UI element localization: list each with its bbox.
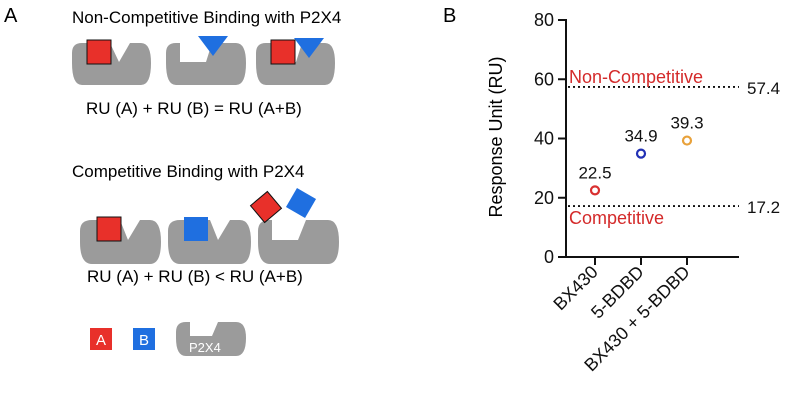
noncomp-receptor-ab — [256, 38, 335, 85]
y-tick-label: 20 — [534, 188, 554, 208]
noncompetitive-title: Non-Competitive Binding with P2X4 — [72, 8, 341, 27]
data-point — [635, 148, 647, 159]
noncomp-receptor-b — [166, 36, 246, 85]
legend-receptor: P2X4 — [176, 322, 246, 356]
competitive-title: Competitive Binding with P2X4 — [72, 162, 304, 181]
y-tick-label: 40 — [534, 129, 554, 149]
reference-line-label: Non-Competitive — [569, 67, 703, 87]
receptor-shape — [258, 220, 339, 264]
reference-line-value: 57.4 — [747, 79, 780, 98]
ligand-a-square — [96, 216, 122, 242]
reference-line-value: 17.2 — [747, 198, 780, 217]
ligand-a-square — [270, 39, 296, 65]
panel-a: A Non-Competitive Binding with P2X4 RU (… — [4, 5, 341, 356]
ligand-a-square-displaced — [249, 190, 283, 224]
competitive-equation: RU (A) + RU (B) < RU (A+B) — [87, 267, 303, 286]
data-label: 34.9 — [624, 127, 657, 146]
comp-receptor-ab — [249, 187, 339, 264]
ligand-a-square — [86, 39, 112, 65]
ligand-b-square-displaced — [285, 187, 317, 219]
panel-a-label: A — [4, 5, 18, 27]
legend-b: B — [133, 328, 155, 350]
data-point — [681, 135, 693, 146]
noncompetitive-equation: RU (A) + RU (B) = RU (A+B) — [86, 99, 302, 118]
receptor-shape — [168, 220, 251, 264]
x-tick-label: BX430 + 5-BDBD — [580, 262, 694, 376]
legend-a-swatch — [90, 328, 112, 350]
legend-b-swatch — [133, 328, 155, 350]
y-tick-label: 0 — [544, 247, 554, 267]
ligand-b-square — [184, 217, 208, 241]
ligand-b-triangle — [294, 38, 324, 58]
data-label: 39.3 — [670, 114, 703, 133]
comp-receptor-a — [80, 216, 161, 264]
x-tick-label: BX430 — [549, 262, 601, 314]
comp-receptor-b — [168, 217, 251, 264]
receptor-shape — [166, 43, 246, 85]
legend-b-label: B — [139, 332, 149, 349]
ligand-b-triangle — [198, 36, 228, 56]
noncomp-receptor-a — [72, 39, 151, 85]
y-tick-label: 60 — [534, 69, 554, 89]
legend-a: A — [90, 328, 112, 350]
data-point — [589, 185, 601, 196]
legend-a-label: A — [96, 332, 106, 349]
receptor-shape — [176, 322, 246, 356]
data-label: 22.5 — [578, 163, 611, 182]
x-tick-label: 5-BDBD — [587, 262, 648, 323]
y-axis-title: Response Unit (RU) — [486, 56, 506, 217]
y-tick-label: 80 — [534, 10, 554, 30]
legend-receptor-label: P2X4 — [189, 340, 221, 355]
reference-line-label: Competitive — [569, 208, 664, 228]
